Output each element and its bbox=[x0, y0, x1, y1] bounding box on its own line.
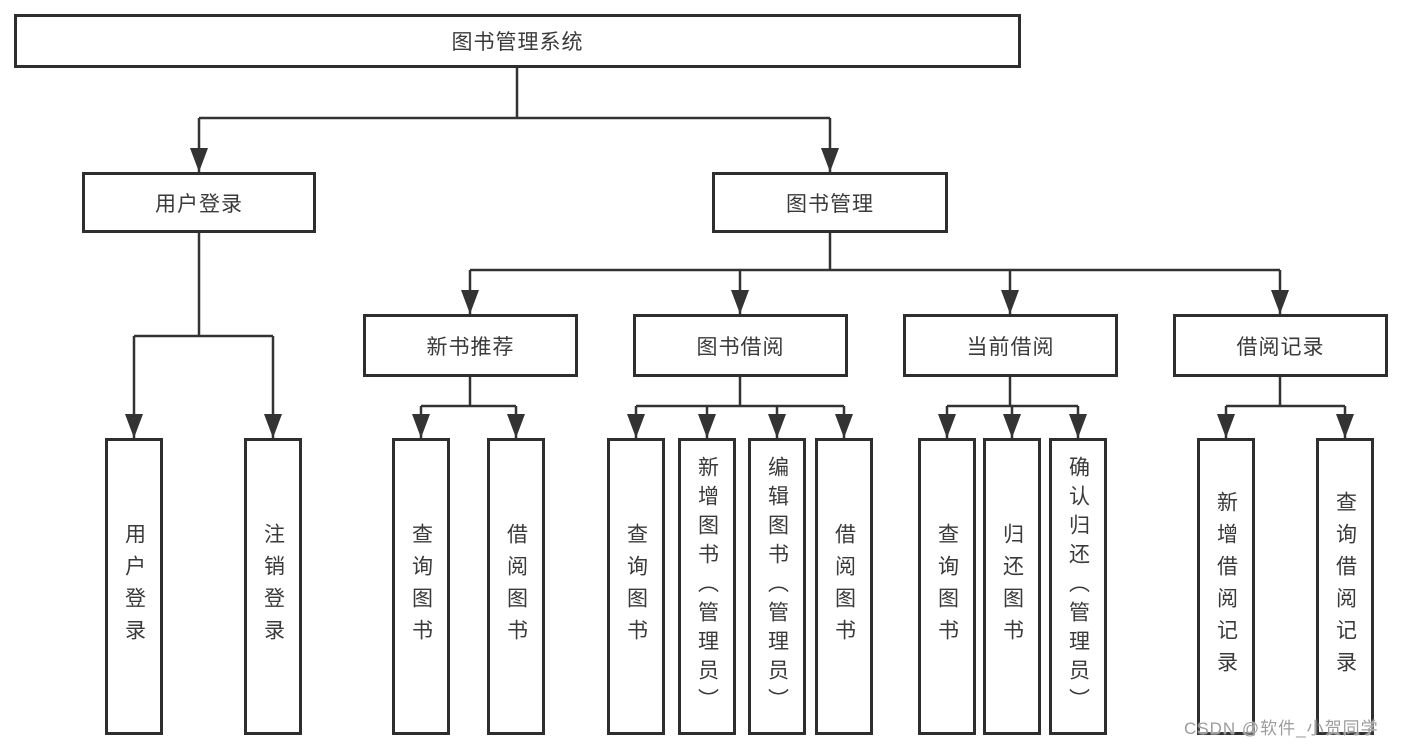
node-label: 当前借阅 bbox=[966, 335, 1055, 359]
leaf-add-book-admin: 新增图书（管理员） bbox=[678, 438, 736, 735]
node-library-management-system: 图书管理系统 bbox=[14, 14, 1021, 68]
node-label: 图书管理系统 bbox=[451, 31, 584, 54]
node-label: 查询图书 bbox=[935, 522, 959, 651]
node-current-borrowing: 当前借阅 bbox=[903, 314, 1118, 377]
node-borrowing-records: 借阅记录 bbox=[1173, 314, 1388, 377]
node-label: 查询图书 bbox=[624, 522, 648, 651]
node-label: 注销登录 bbox=[261, 522, 285, 651]
node-label: 新增借阅记录 bbox=[1214, 490, 1238, 683]
node-label: 编辑图书（管理员） bbox=[765, 456, 789, 717]
leaf-borrow-books-recommend: 借阅图书 bbox=[487, 438, 545, 735]
arrowheads bbox=[125, 148, 1354, 438]
node-label: 归还图书 bbox=[1000, 522, 1024, 651]
leaf-query-borrow-record: 查询借阅记录 bbox=[1316, 438, 1374, 735]
tree-connector-lines bbox=[132, 68, 1347, 438]
leaf-confirm-return-admin: 确认归还（管理员） bbox=[1049, 438, 1107, 735]
node-label: 图书管理 bbox=[786, 192, 874, 216]
node-label: 用户登录 bbox=[122, 522, 146, 651]
node-label: 图书借阅 bbox=[696, 335, 785, 359]
node-label: 借阅图书 bbox=[504, 522, 528, 651]
leaf-query-books-current: 查询图书 bbox=[918, 438, 976, 735]
node-label: 借阅记录 bbox=[1236, 335, 1325, 359]
node-new-book-recommend: 新书推荐 bbox=[363, 314, 578, 377]
csdn-watermark: CSDN @软件_小贺同学 bbox=[1184, 719, 1379, 738]
node-label: 新书推荐 bbox=[426, 335, 515, 359]
leaf-add-borrow-record: 新增借阅记录 bbox=[1197, 438, 1255, 735]
node-book-management: 图书管理 bbox=[712, 172, 948, 233]
leaf-return-book: 归还图书 bbox=[983, 438, 1041, 735]
leaf-borrow-books: 借阅图书 bbox=[815, 438, 873, 735]
leaf-edit-book-admin: 编辑图书（管理员） bbox=[748, 438, 806, 735]
node-label: 查询借阅记录 bbox=[1333, 490, 1357, 683]
node-label: 查询图书 bbox=[409, 522, 433, 651]
node-user-login-group: 用户登录 bbox=[82, 172, 316, 233]
leaf-query-books-recommend: 查询图书 bbox=[392, 438, 450, 735]
node-label: 用户登录 bbox=[155, 192, 243, 216]
node-label: 新增图书（管理员） bbox=[695, 456, 719, 717]
leaf-query-books-borrowing: 查询图书 bbox=[607, 438, 665, 735]
leaf-user-login: 用户登录 bbox=[105, 438, 163, 735]
leaf-logout: 注销登录 bbox=[244, 438, 302, 735]
node-label: 确认归还（管理员） bbox=[1066, 456, 1090, 717]
node-label: 借阅图书 bbox=[832, 522, 856, 651]
node-book-borrowing: 图书借阅 bbox=[633, 314, 848, 377]
